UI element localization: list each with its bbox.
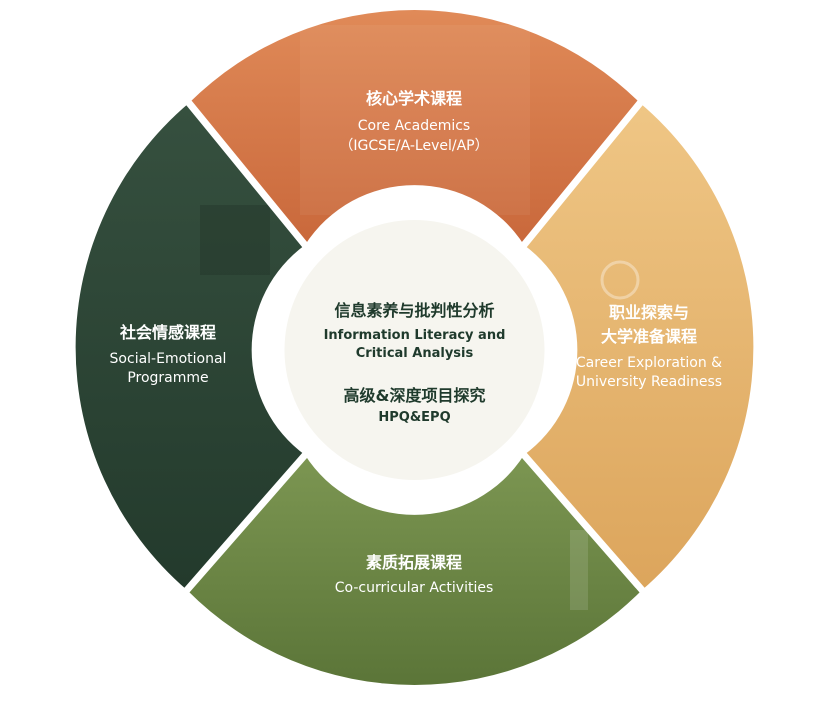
divider-top-right <box>520 99 644 249</box>
divider-bottom-left <box>183 451 309 594</box>
core-photo-overlay <box>300 25 530 215</box>
segment-co-curricular: 素质拓展课程 Co-curricular Activities <box>187 455 642 685</box>
career-title2: 大学准备课程 <box>601 327 697 346</box>
hub-line2: Information Literacy and <box>324 328 506 343</box>
center-hub-circle <box>284 220 545 480</box>
segment-dividers <box>183 99 646 594</box>
segment-core-academics-shape <box>189 10 640 246</box>
career-sub2: University Readiness <box>576 374 722 390</box>
segment-co-curricular-shape <box>187 455 642 685</box>
social-title: 社会情感课程 <box>119 323 216 342</box>
segment-social-emotional: 社会情感课程 Social-Emotional Programme <box>75 103 305 590</box>
career-sub1: Career Exploration & <box>576 355 722 371</box>
segment-core-academics: 核心学术课程 Core Academics （IGCSE/A-Level/AP） <box>189 10 640 246</box>
hub-line5: HPQ&EPQ <box>378 410 450 425</box>
divider-top-left <box>185 99 309 249</box>
co-sub1: Co-curricular Activities <box>335 580 494 596</box>
core-title: 核心学术课程 <box>366 89 462 108</box>
co-photo-overlay <box>570 530 588 610</box>
co-title: 素质拓展课程 <box>366 553 462 572</box>
social-sub1: Social-Emotional <box>110 351 227 367</box>
segment-career-exploration-shape <box>524 103 754 590</box>
core-sub2: （IGCSE/A-Level/AP） <box>339 138 488 154</box>
segment-social-emotional-shape <box>75 103 305 590</box>
center-hub: 信息素养与批判性分析 Information Literacy and Crit… <box>274 210 555 490</box>
segment-career-exploration: 职业探索与 大学准备课程 Career Exploration & Univer… <box>524 103 754 590</box>
hub-line3: Critical Analysis <box>356 346 474 361</box>
blackboard-hint <box>200 205 270 275</box>
clock-icon <box>600 260 640 300</box>
divider-bottom-right <box>520 451 646 594</box>
career-title1: 职业探索与 <box>609 303 689 322</box>
hub-line4: 高级&深度项目探究 <box>344 386 486 405</box>
core-sub1: Core Academics <box>358 118 470 134</box>
social-sub2: Programme <box>127 370 208 386</box>
hub-line1: 信息素养与批判性分析 <box>334 301 494 320</box>
